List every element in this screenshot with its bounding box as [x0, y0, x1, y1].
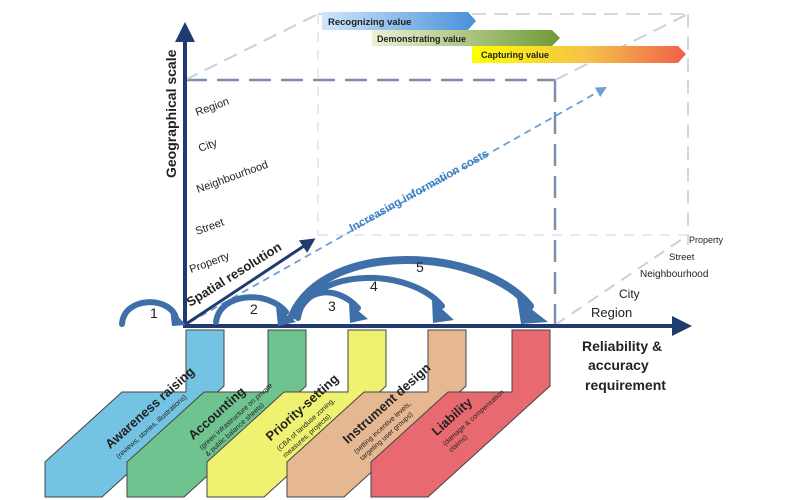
cost-arrow-label: Increasing information costs: [348, 148, 491, 235]
stage-chevron-shape: [286, 329, 467, 498]
scale-label: City: [619, 287, 640, 301]
stage-liability: Liability (damage & compensation claims): [370, 329, 551, 498]
value-bar-label: Capturing value: [481, 50, 549, 60]
value-bar-capturing: Capturing value: [472, 46, 686, 63]
right-scale-labels: Property Street Neighbourhood City Regio…: [591, 235, 724, 320]
value-bar-demonstrating: Demonstrating value: [372, 30, 560, 46]
scale-label: Street: [194, 217, 226, 238]
step-arrow-head: [517, 298, 548, 324]
stage-chevron-shape: [44, 329, 225, 498]
scale-label: Region: [591, 305, 632, 320]
axes: [175, 22, 692, 336]
step-arrow-4: [293, 274, 445, 319]
scale-label: Region: [194, 96, 231, 119]
scale-label: Property: [689, 235, 724, 245]
diagonal-axis: [185, 238, 316, 326]
horizontal-axis-title-line: Reliability &: [582, 338, 662, 354]
scale-label: City: [197, 137, 219, 155]
step-arrow-1: [119, 299, 179, 327]
scale-label: Street: [669, 252, 695, 263]
scale-label: Neighbourhood: [195, 159, 270, 196]
stage-chevrons: Awareness raising (reviews, stories, ill…: [44, 329, 551, 498]
scale-label: Neighbourhood: [640, 269, 708, 280]
step-arrow-head: [170, 308, 186, 326]
step-arrow-2: [213, 294, 289, 325]
step-numbers: 1 2 3 4 5: [150, 259, 424, 321]
value-stage-bars: Recognizing value Demonstrating value Ca…: [322, 12, 686, 63]
step-number: 3: [328, 298, 336, 314]
value-bar-label: Demonstrating value: [377, 34, 466, 44]
value-bar-recognizing: Recognizing value: [322, 12, 476, 30]
step-arrow-head: [276, 307, 296, 326]
horizontal-axis-title-line: accuracy: [588, 357, 649, 373]
vertical-axis-title: Geographical scale: [163, 49, 179, 178]
step-number: 5: [416, 259, 424, 275]
information-cost-arrow: Increasing information costs: [189, 86, 607, 323]
box-dashed-lines: [184, 13, 689, 326]
stage-chevron-shape: [206, 329, 387, 498]
stage-chevron-shape: [370, 329, 551, 498]
value-bar-label: Recognizing value: [328, 17, 411, 28]
step-arrow-head: [349, 303, 368, 323]
step-number: 4: [370, 278, 378, 294]
horizontal-axis-title-line: requirement: [585, 377, 666, 393]
horizontal-axis-title: Reliability & accuracy requirement: [582, 338, 666, 393]
stage-chevron-shape: [126, 329, 307, 498]
step-number: 2: [250, 301, 258, 317]
step-arrow-head: [432, 300, 454, 323]
step-arrow-5: [288, 256, 534, 320]
step-arrow-heads: [170, 298, 548, 326]
vertical-scale-labels: Region City Neighbourhood Street Propert…: [188, 96, 270, 276]
step-number: 1: [150, 305, 158, 321]
